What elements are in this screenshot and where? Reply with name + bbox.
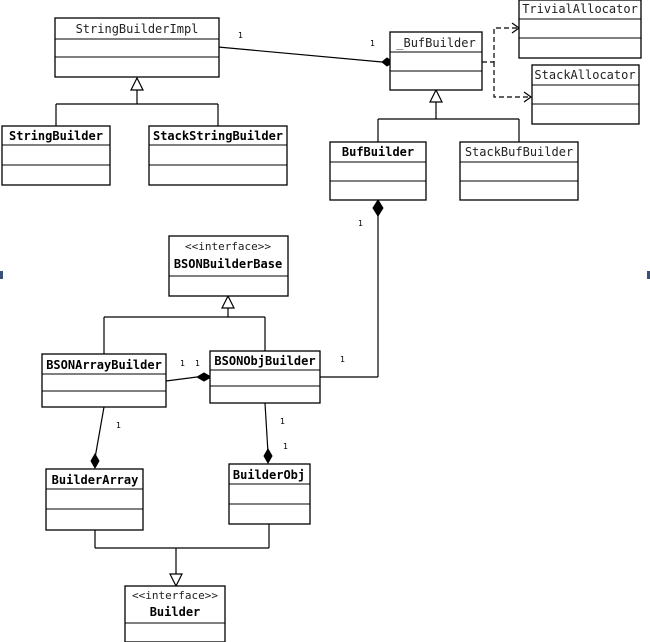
class-name: BuilderObj: [233, 468, 305, 482]
class-name: Builder: [150, 605, 201, 619]
class-stack-string-builder[interactable]: StackStringBuilder: [148, 125, 288, 186]
generalization-string-builders: [55, 76, 219, 128]
class-stack-buf-builder[interactable]: StackBufBuilder: [459, 141, 579, 201]
composition-arraybuilder-builderarray: [90, 406, 105, 470]
class-buf-builder[interactable]: BufBuilder: [329, 141, 427, 201]
class-name: StackBufBuilder: [465, 145, 573, 159]
class-builder-array[interactable]: BuilderArray: [45, 468, 144, 531]
multiplicity-label: 1: [340, 355, 345, 364]
left-edge-mark: [0, 271, 3, 279]
class-bson-builder-base[interactable]: <<interface>> BSONBuilderBase: [168, 235, 289, 297]
multiplicity-label: 1: [370, 39, 375, 48]
multiplicity-label: 1: [283, 442, 288, 451]
generalization-builders: [94, 524, 270, 588]
class-buf-builder-impl[interactable]: _BufBuilder: [389, 31, 483, 91]
class-bson-array-builder[interactable]: BSONArrayBuilder: [41, 353, 167, 408]
composition-bufbuilder-objbuilder: [320, 199, 384, 378]
class-name: TrivialAllocator: [522, 2, 638, 16]
class-builder-obj[interactable]: BuilderObj: [228, 463, 311, 525]
class-string-builder[interactable]: StringBuilder: [1, 125, 111, 186]
multiplicity-label: 1: [195, 359, 200, 368]
class-trivial-allocator[interactable]: TrivialAllocator: [518, 0, 642, 59]
class-stereotype: <<interface>>: [185, 240, 271, 253]
dependency-bufbuilder-to-allocators: [482, 22, 533, 103]
class-stack-allocator[interactable]: StackAllocator: [531, 64, 640, 125]
class-name: _BufBuilder: [396, 36, 475, 50]
class-name: BSONObjBuilder: [214, 354, 315, 368]
class-name: StackStringBuilder: [153, 129, 283, 143]
class-name: BufBuilder: [342, 145, 414, 159]
generalization-bson-builders: [103, 294, 266, 354]
class-stereotype: <<interface>>: [132, 589, 218, 602]
multiplicity-label: 1: [358, 219, 363, 228]
class-name: BuilderArray: [52, 473, 139, 487]
class-name: BSONArrayBuilder: [46, 358, 162, 372]
generalization-buf-builders: [377, 88, 520, 142]
class-name: StringBuilder: [9, 129, 103, 143]
multiplicity-label: 1: [180, 359, 185, 368]
composition-objbuilder-builderobj: [263, 402, 273, 465]
class-string-builder-impl[interactable]: StringBuilderImpl: [54, 17, 220, 78]
class-name: StackAllocator: [534, 68, 635, 82]
multiplicity-label: 1: [116, 421, 121, 430]
class-builder[interactable]: <<interface>> Builder: [124, 585, 226, 642]
class-name: BSONBuilderBase: [174, 257, 282, 271]
composition-array-to-obj: [165, 372, 213, 382]
multiplicity-label: 1: [238, 31, 243, 40]
association-impl-to-bufbuilder: [217, 46, 394, 67]
class-bson-obj-builder[interactable]: BSONObjBuilder: [209, 350, 321, 404]
right-edge-mark: [647, 271, 650, 279]
multiplicity-label: 1: [280, 417, 285, 426]
class-name: StringBuilderImpl: [76, 22, 199, 36]
